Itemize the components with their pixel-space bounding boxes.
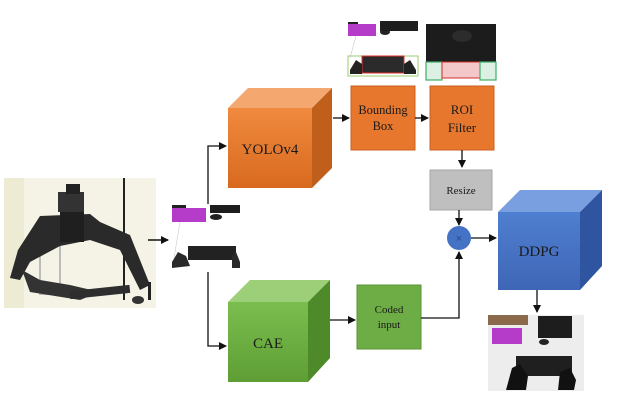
robot-photo [4,178,156,308]
multiply-symbol: × [456,233,462,245]
roi-view-image [425,24,497,81]
yolov4-block: YOLOv4 [228,88,332,188]
camera-view-image [172,204,240,270]
yolov4-label: YOLOv4 [242,142,299,158]
bounding-box-label-2: Box [373,119,395,133]
cae-label: CAE [253,336,283,352]
resize-label: Resize [446,185,475,197]
arrow-coded-to-multiply [421,251,463,319]
ddpg-block: DDPG [498,190,602,290]
roi-filter-block: ROI Filter [429,85,495,151]
ddpg-label: DDPG [519,244,560,260]
bounding-box-label-1: Bounding [358,103,408,117]
coded-input-block: Coded input [356,284,422,350]
bounding-box-view-image [347,20,419,78]
coded-input-label-2: input [378,319,401,331]
multiply-node: × [447,226,471,250]
coded-input-label-1: Coded [375,304,404,316]
bounding-box-block: Bounding Box [350,85,416,151]
branch-connectors [207,142,227,350]
roi-filter-label-1: ROI [451,102,473,117]
result-view-image [488,315,584,391]
roi-filter-label-2: Filter [448,120,477,135]
cae-block: CAE [228,280,330,382]
resize-block: Resize [429,169,493,211]
